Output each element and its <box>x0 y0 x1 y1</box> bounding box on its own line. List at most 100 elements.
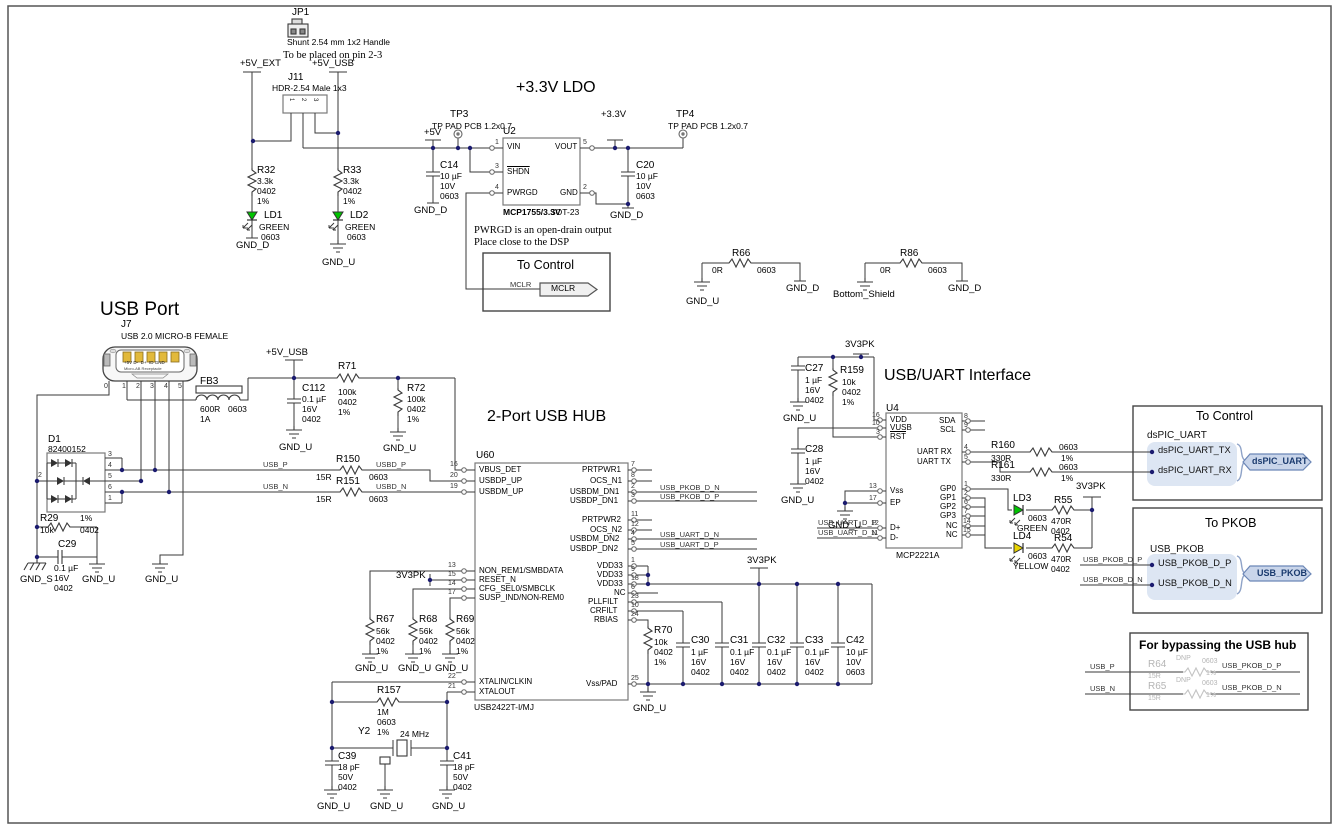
u60-part: USB2422T-I/MJ <box>474 702 534 712</box>
val-r151-pkg: 0603 <box>369 494 388 504</box>
ref-j11: J11 <box>288 72 304 83</box>
net-usb-uart-d-n: USB_UART_D_N <box>660 530 720 539</box>
ref-r70: R70 <box>654 625 673 636</box>
u4-num-1: 1 <box>964 481 968 488</box>
u4-num-7: 7 <box>964 508 968 515</box>
net-usb-pkob-d-p: USB_PKOB_D_P <box>660 492 720 501</box>
val-c39-v: 50V <box>338 772 354 782</box>
u4-pin-gp3: GP3 <box>940 511 957 520</box>
j11-pin1: 1 <box>288 98 294 102</box>
val-c30-pkg: 0402 <box>691 667 710 677</box>
val-r29-tol: 1% <box>80 513 93 523</box>
d1-num-1: 1 <box>108 495 112 502</box>
u60-num-13: 13 <box>448 562 456 569</box>
u60-pin-vdd33-3: VDD33 <box>597 579 623 588</box>
u60-pin-rbias: RBIAS <box>594 615 619 624</box>
j7-num-4: 4 <box>164 383 168 390</box>
val-r32-tol: 1% <box>257 196 270 206</box>
u60-pin-nonrem1: NON_REM1/SMBDATA <box>479 566 564 575</box>
val-r157: 1M <box>377 707 389 717</box>
gnd-u-c29: GND_U <box>82 574 116 585</box>
bus-usb-pkob: USB_PKOB <box>1150 544 1204 555</box>
val-ld3: GREEN <box>1017 523 1048 533</box>
power-5v-usb-2: +5V_USB <box>266 347 308 358</box>
u4-pin-vusb: VUSB <box>890 423 912 432</box>
val-r54-pkg: 0402 <box>1051 564 1070 574</box>
gnd-u-r69: GND_U <box>435 663 469 674</box>
val-r64: 15R <box>1148 673 1161 680</box>
val-c29: 0.1 µF <box>54 563 79 573</box>
val-r70-pkg: 0402 <box>654 647 673 657</box>
val-c20-v: 10V <box>636 181 652 191</box>
val-ld2-pkg: 0603 <box>347 232 366 242</box>
u60-usb2422-body <box>474 462 629 701</box>
ref-r71: R71 <box>338 361 357 372</box>
ref-ld1: LD1 <box>264 210 283 221</box>
d1-num-3: 3 <box>108 451 112 458</box>
u4-mcp2221a-body <box>885 412 963 549</box>
u60-num-10: 10 <box>631 602 639 609</box>
net-usb-n-bypass: USB_N <box>1090 684 1116 693</box>
gnd-d-ld1: GND_D <box>236 240 270 251</box>
u4-num-4: 4 <box>964 444 968 451</box>
val-r72: 100k <box>407 394 426 404</box>
note-pwrgd-1: PWRGD is an open-drain output <box>474 225 612 236</box>
gnd-d-r66: GND_D <box>786 283 820 294</box>
ref-r69: R69 <box>456 614 475 625</box>
d1-num-2: 2 <box>38 472 42 479</box>
d1-num-4: 4 <box>108 462 112 469</box>
val-c28: 1 µF <box>805 456 823 466</box>
u60-num-8: 8 <box>631 472 635 479</box>
val-ld4: YELLOW <box>1013 561 1049 571</box>
val-c32: 0.1 µF <box>767 647 792 657</box>
val-r71-pkg: 0402 <box>338 397 357 407</box>
gnd-u-r72: GND_U <box>383 443 417 454</box>
u60-pin-ocsn2: OCS_N2 <box>590 525 623 534</box>
u60-num-9: 9 <box>631 566 635 573</box>
net-usb-p-bypass: USB_P <box>1090 662 1115 671</box>
tag-mclr: MCLR <box>551 283 576 293</box>
u4-pin-rst: RST <box>890 432 906 441</box>
d1-num-6: 6 <box>108 484 112 491</box>
gnd-u-j7: GND_U <box>145 574 179 585</box>
jp1-jumper-icon <box>287 18 309 38</box>
u60-pin-xtalin: XTALIN/CLKIN <box>479 677 533 686</box>
net-usb-uart-d-p-2: USB_UART_D_P <box>818 518 877 527</box>
u60-num-22: 22 <box>448 673 456 680</box>
net-usb-n: USB_N <box>263 482 289 491</box>
gnd-u-c41: GND_U <box>432 801 466 812</box>
u4-part: MCP2221A <box>896 550 940 560</box>
u60-num-20: 20 <box>450 472 458 479</box>
power-3v3pk-led: 3V3PK <box>1076 481 1106 492</box>
gnd-u-c27: GND_U <box>783 413 817 424</box>
u60-pin-usbdm-dn1: USBDM_DN1 <box>570 487 620 496</box>
val-c30-v: 16V <box>691 657 707 667</box>
u60-pin-cfgsel0: CFG_SEL0/SMBCLK <box>479 584 556 593</box>
val-r65: 15R <box>1148 695 1161 702</box>
gnd-u-c39: GND_U <box>317 801 351 812</box>
u4-num-8: 8 <box>964 413 968 420</box>
u4-pin-dp: D+ <box>890 523 901 532</box>
ref-c33: C33 <box>805 635 824 646</box>
val-r86-pkg: 0603 <box>928 265 947 275</box>
net-usbd-n: USBD_N <box>376 482 407 491</box>
junction-dots <box>34 130 1155 751</box>
u60-pin-vsspad: Vss/PAD <box>586 679 618 688</box>
d1-num-5: 5 <box>108 473 112 480</box>
val-r160: 330R <box>991 453 1012 463</box>
val-c27-pkg: 0402 <box>805 395 824 405</box>
ref-r72: R72 <box>407 383 426 394</box>
ref-r55: R55 <box>1054 495 1073 506</box>
u2-pin-vout: VOUT <box>555 142 578 151</box>
ref-c39: C39 <box>338 751 357 762</box>
to-pkob-box <box>1132 507 1323 614</box>
u60-pin-prtpwr2: PRTPWR2 <box>582 515 621 524</box>
val-r32: 3.3k <box>257 176 274 186</box>
val-r68-pkg: 0402 <box>419 636 438 646</box>
val-c41-v: 50V <box>453 772 469 782</box>
pin-markers <box>461 145 971 695</box>
val-r69-pkg: 0402 <box>456 636 475 646</box>
val-c33: 0.1 µF <box>805 647 830 657</box>
ref-c27: C27 <box>805 363 824 374</box>
